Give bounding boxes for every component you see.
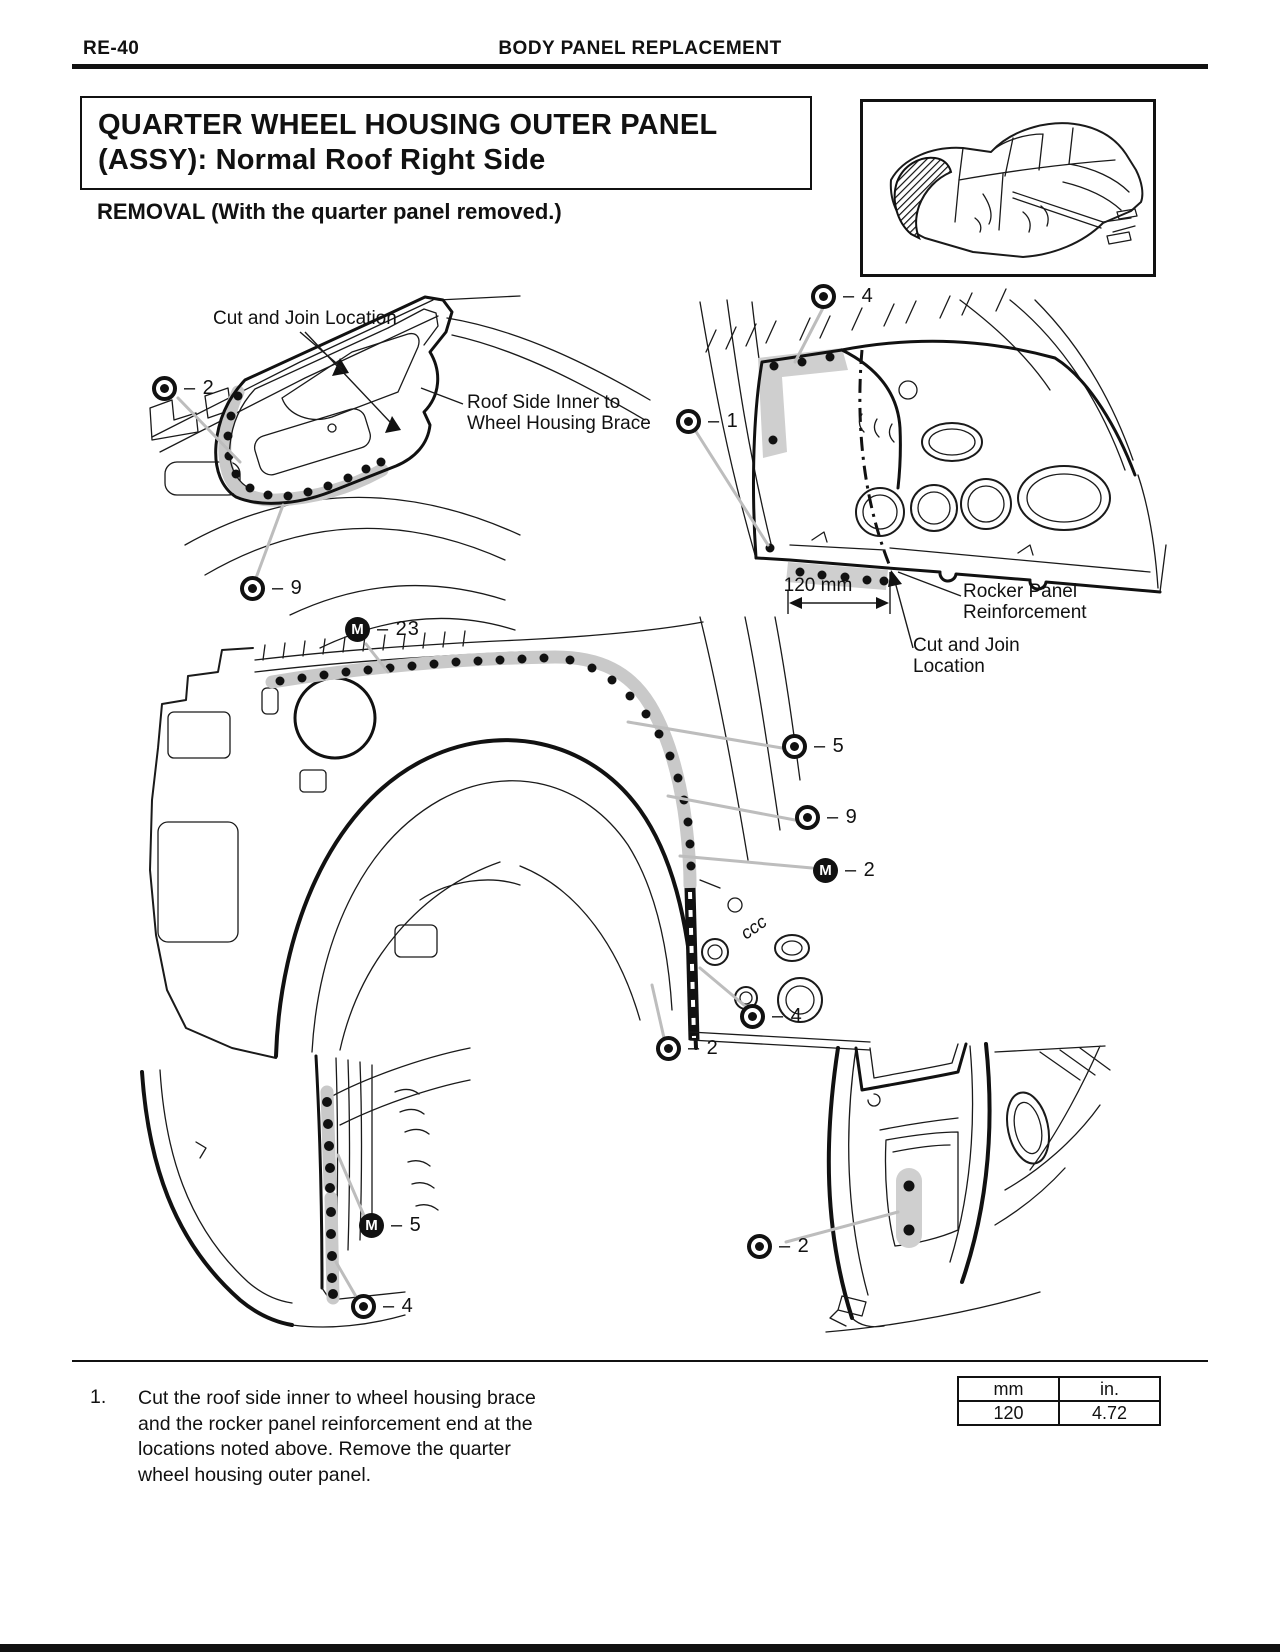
page-bottom-bar [0,1644,1280,1652]
label-roof-side-brace: Roof Side Inner to Wheel Housing Brace [467,392,651,434]
conversion-header-in: in. [1058,1376,1161,1402]
spot-weld-icon [656,1036,681,1061]
mig-weld-icon: M [345,617,370,642]
callout-mig-2: M – 2 [813,858,876,883]
callout-spot-4c: – 4 [351,1294,414,1319]
conversion-value-mm: 120 [957,1400,1060,1426]
callout-spot-4: – 4 [811,284,874,309]
callout-spot-9: – 9 [240,576,303,601]
conversion-header-mm: mm [957,1376,1060,1402]
callout-spot-2b: – 2 [656,1036,719,1061]
diagram-rocker-panel [693,288,1167,649]
callout-spot-9b: – 9 [795,805,858,830]
spot-weld-icon [747,1234,772,1259]
mig-weld-icon: M [813,858,838,883]
diagram-wheel-housing: ccc [149,616,871,1059]
page-title-line2: (ASSY): Normal Roof Right Side [98,144,546,176]
callout-spot-1: – 1 [676,409,739,434]
callout-mig-5: M – 5 [359,1213,422,1238]
spot-weld-icon [740,1004,765,1029]
spot-weld-icon [782,734,807,759]
instruction-text: Cut the roof side inner to wheel housing… [138,1387,536,1486]
callout-spot-2c: – 2 [747,1234,810,1259]
page-header-title: BODY PANEL REPLACEMENT [498,38,782,59]
header-rule [72,64,1208,69]
conversion-table: mm in. 120 4.72 [957,1376,1161,1426]
car-location-inset [860,99,1156,277]
diagram-roof-side-brace [149,295,651,649]
spot-weld-icon [152,376,177,401]
svg-text:ccc: ccc [737,911,771,943]
section-heading: REMOVAL (With the quarter panel removed.… [97,199,562,224]
callout-spot-4b: – 4 [740,1004,803,1029]
spot-weld-icon [811,284,836,309]
label-cut-join-right: Cut and Join Location [913,635,1020,677]
label-rocker-reinforcement: Rocker Panel Reinforcement [963,581,1087,623]
instruction-number: 1. [90,1386,107,1408]
spot-weld-icon [351,1294,376,1319]
spot-weld-icon [240,576,265,601]
spot-weld-icon [676,409,701,434]
spot-weld-icon [795,805,820,830]
diagram-pillar-rear [784,1042,1111,1333]
conversion-value-in: 4.72 [1058,1400,1161,1426]
section-divider [72,1360,1208,1362]
page-code: RE-40 [83,38,140,59]
callout-spot-5: – 5 [782,734,845,759]
callout-mig-23: M – 23 [345,617,420,642]
title-box: QUARTER WHEEL HOUSING OUTER PANEL (ASSY)… [80,96,812,190]
page-title-line1: QUARTER WHEEL HOUSING OUTER PANEL [98,109,718,141]
mig-weld-icon: M [359,1213,384,1238]
label-dimension-120mm: 120 mm [783,575,853,596]
car-body-illustration [889,122,1144,258]
label-cut-join-top: Cut and Join Location [213,308,397,329]
callout-spot-2: – 2 [152,376,215,401]
diagram-pillar-front [140,1047,471,1328]
